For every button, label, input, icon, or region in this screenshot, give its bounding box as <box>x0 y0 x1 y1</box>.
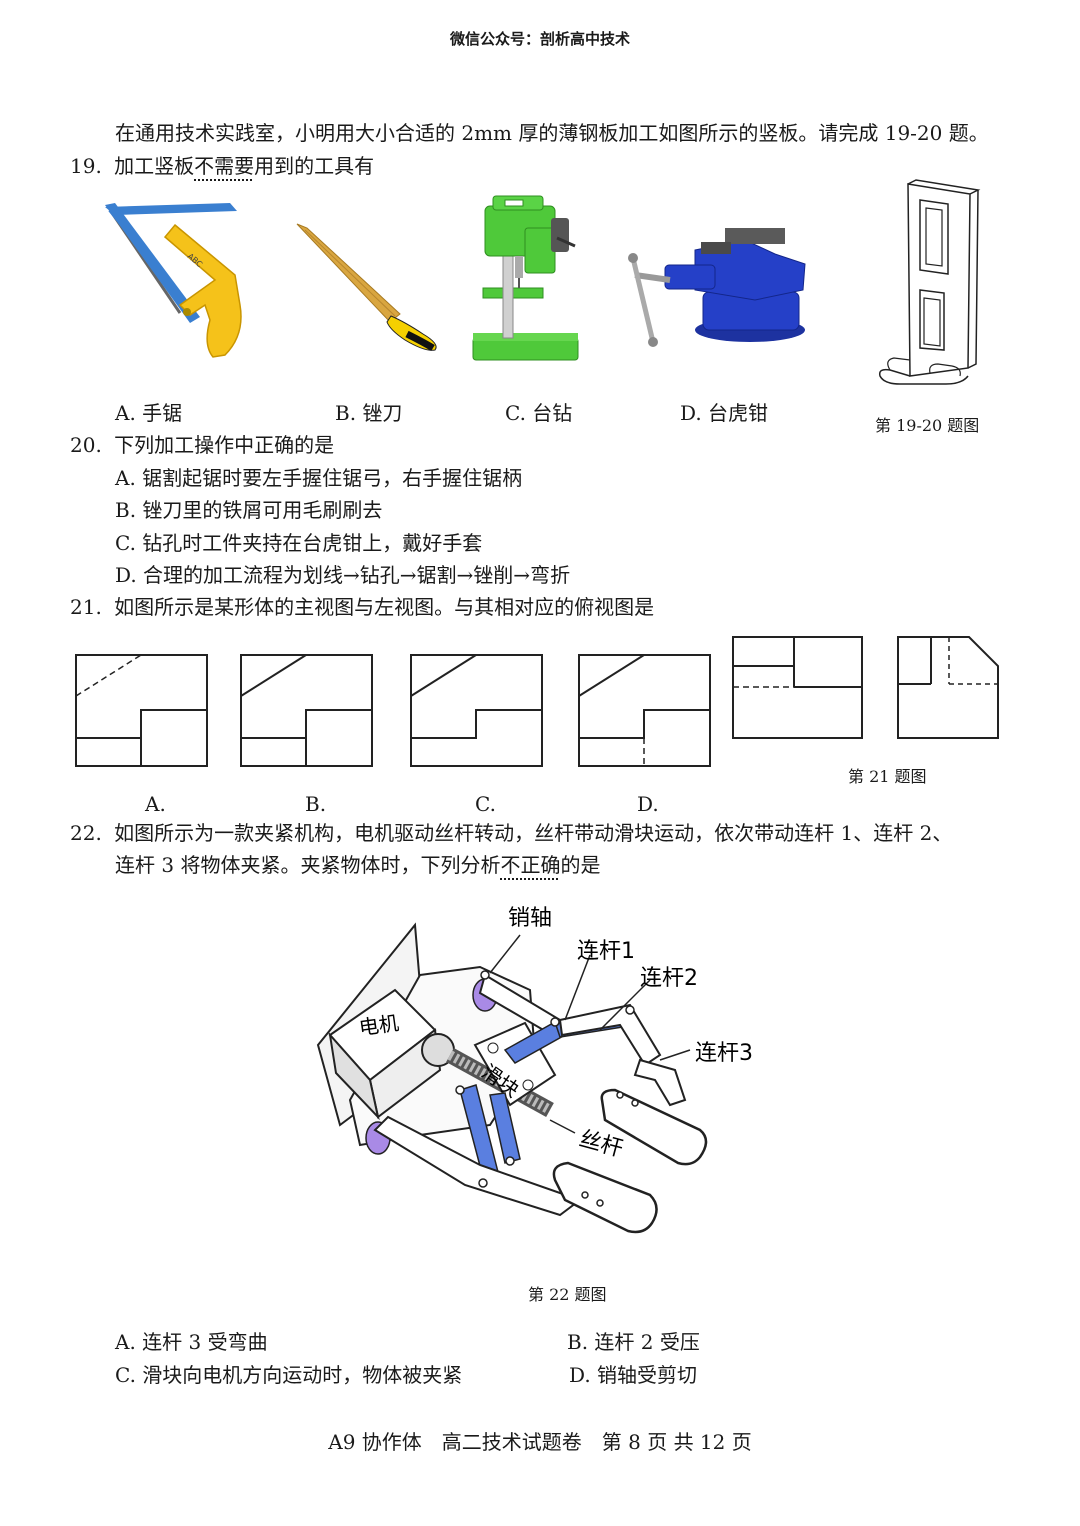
label-link2: 连杆2 <box>640 966 698 991</box>
q21-view-c <box>410 654 543 767</box>
q22-option-d[interactable]: D. 销轴受剪切 <box>569 1363 698 1387</box>
q19-option-d[interactable]: D. 台虎钳 <box>680 401 769 425</box>
q22-emphasis: 不正确 <box>500 853 561 877</box>
label-motor: 电机 <box>357 1011 400 1040</box>
q19-stem-post: 用到的工具有 <box>254 154 375 178</box>
q22-stem-line1: 22. 如图所示为一款夹紧机构，电机驱动丝杆转动，丝杆带动滑块运动，依次带动连杆… <box>70 819 952 847</box>
q20-option-b[interactable]: B. 锉刀里的铁屑可用毛刷刷去 <box>115 498 383 522</box>
hacksaw-image: ABC <box>105 203 242 358</box>
q22-caption: 第 22 题图 <box>528 1285 607 1304</box>
q20-option-a[interactable]: A. 锯割起锯时要左手握住锯弓，右手握住锯柄 <box>115 466 523 490</box>
file-image <box>296 223 437 352</box>
q21-option-d[interactable]: D. <box>637 792 659 816</box>
q21-front-view <box>732 636 863 739</box>
page-footer: A9 协作体 高二技术试题卷 第 8 页 共 12 页 <box>328 1430 752 1454</box>
q21-stem-text: 如图所示是某形体的主视图与左视图。与其相对应的俯视图是 <box>114 595 655 619</box>
label-pin: 销轴 <box>508 906 552 931</box>
q19-caption: 第 19-20 题图 <box>875 416 980 435</box>
page-header: 微信公众号：剖析高中技术 <box>449 30 630 48</box>
q21-option-a[interactable]: A. <box>145 792 166 816</box>
q21-left-view <box>897 636 999 739</box>
lower-jaw <box>552 1161 658 1234</box>
q21-caption: 第 21 题图 <box>848 767 927 786</box>
q21-option-b[interactable]: B. <box>305 792 327 816</box>
drill-press-image <box>472 195 579 361</box>
q21-stem: 21. 如图所示是某形体的主视图与左视图。与其相对应的俯视图是 <box>70 593 654 621</box>
q19-option-c[interactable]: C. 台钻 <box>505 401 573 425</box>
q22-option-c[interactable]: C. 滑块向电机方向运动时，物体被夹紧 <box>115 1363 463 1387</box>
q21-view-a <box>75 654 208 767</box>
q22-number: 22. <box>70 821 102 845</box>
q20-stem: 20. 下列加工操作中正确的是 <box>70 431 334 459</box>
clamp-mechanism-figure: 销轴 连杆1 连杆2 连杆3 电机 滑块 丝杆 <box>316 906 753 1234</box>
vertical-plate-figure <box>878 179 981 385</box>
label-link3: 连杆3 <box>695 1041 753 1066</box>
q22-option-a[interactable]: A. 连杆 3 受弯曲 <box>115 1330 268 1354</box>
q19-option-b[interactable]: B. 锉刀 <box>335 401 403 425</box>
q22-stem-line2: 连杆 3 将物体夹紧。夹紧物体时，下列分析不正确的是 <box>115 851 600 879</box>
motor-body <box>328 988 455 1121</box>
q20-stem-text: 下列加工操作中正确的是 <box>114 433 335 457</box>
q22-line1-text: 如图所示为一款夹紧机构，电机驱动丝杆转动，丝杆带动滑块运动，依次带动连杆 1、连… <box>114 821 953 845</box>
q19-number: 19. <box>70 154 102 178</box>
q22-option-b[interactable]: B. 连杆 2 受压 <box>567 1330 700 1354</box>
q21-option-c[interactable]: C. <box>475 792 496 816</box>
q20-option-c[interactable]: C. 钻孔时工件夹持在台虎钳上，戴好手套 <box>115 531 483 555</box>
bench-vise-image <box>628 228 806 347</box>
q20-option-d[interactable]: D. 合理的加工流程为划线→钻孔→锯割→锉削→弯折 <box>115 563 571 587</box>
q21-number: 21. <box>70 595 102 619</box>
q22-line2-pre: 连杆 3 将物体夹紧。夹紧物体时，下列分析 <box>115 853 501 877</box>
q20-number: 20. <box>70 433 102 457</box>
q19-stem-pre: 加工竖板 <box>114 154 195 178</box>
upper-jaw <box>600 1088 708 1166</box>
q22-line2-post: 的是 <box>560 853 601 877</box>
label-link1: 连杆1 <box>577 939 635 964</box>
intro-text: 在通用技术实践室，小明用大小合适的 2mm 厚的薄钢板加工如图所示的竖板。请完成… <box>115 121 989 145</box>
q21-view-b <box>240 654 373 767</box>
q19-option-a[interactable]: A. 手锯 <box>115 401 183 425</box>
q21-view-d <box>578 654 711 767</box>
label-screw: 丝杆 <box>576 1127 625 1163</box>
q19-emphasis: 不需要 <box>194 154 255 178</box>
q19-stem: 19. 加工竖板不需要用到的工具有 <box>70 152 374 180</box>
